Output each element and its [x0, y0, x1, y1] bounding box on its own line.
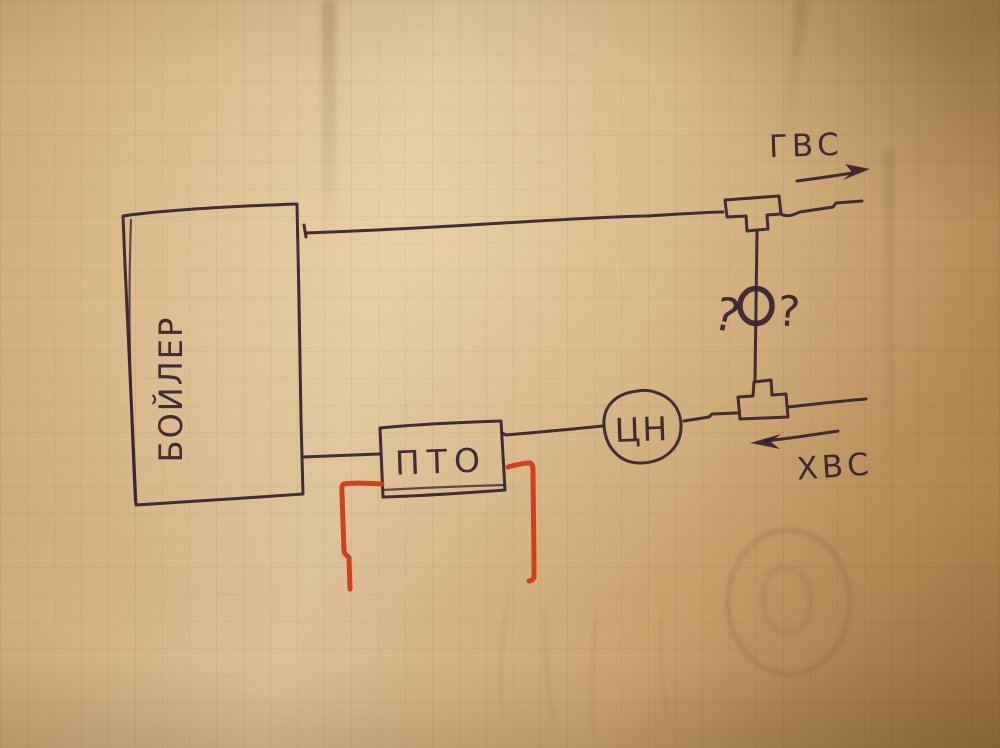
red-mark-right	[505, 460, 537, 584]
pen-tick	[302, 223, 308, 239]
cold-water-flow: ХВС	[750, 429, 874, 488]
boiler: БОЙЛЕР	[121, 202, 305, 507]
heat-exchanger-label: ПТО	[394, 440, 487, 482]
gvs-arrow-line	[795, 171, 854, 183]
heat-exchanger: ПТО	[378, 419, 507, 499]
pump-label: ЦН	[614, 409, 670, 450]
pipe-tee-to-pump	[682, 411, 739, 423]
boiler-outline-double	[128, 218, 137, 503]
valve-riser: ? ?	[709, 230, 802, 382]
pipe-boiler-to-top-tee	[304, 210, 725, 235]
pipe-pump-to-heat-exchanger	[500, 424, 604, 437]
heat-exchanger-outline-double	[381, 483, 505, 492]
question-mark-right: ?	[776, 286, 802, 336]
heat-exchanger-outline	[378, 419, 507, 499]
boiler-outline	[121, 202, 305, 507]
hot-water-flow: ГВС	[768, 127, 870, 183]
valve-riser-line	[753, 230, 759, 382]
boiler-label: БОЙЛЕР	[152, 316, 190, 463]
red-mark-left	[339, 480, 385, 592]
tee-bottom-fitting	[736, 378, 790, 421]
gvs-arrow-head	[843, 164, 870, 180]
pipe-bottom-right	[787, 397, 868, 409]
gvs-label: ГВС	[768, 127, 843, 166]
pipe-boiler-to-heat-exchanger	[301, 452, 381, 459]
pump: ЦН	[602, 388, 683, 465]
valve-circle	[737, 285, 775, 327]
hvs-label: ХВС	[796, 446, 874, 487]
pipe-top-right	[781, 199, 864, 218]
tee-top-fitting	[723, 194, 783, 233]
hvs-arrow-head	[750, 434, 781, 449]
pump-circle	[602, 388, 683, 465]
